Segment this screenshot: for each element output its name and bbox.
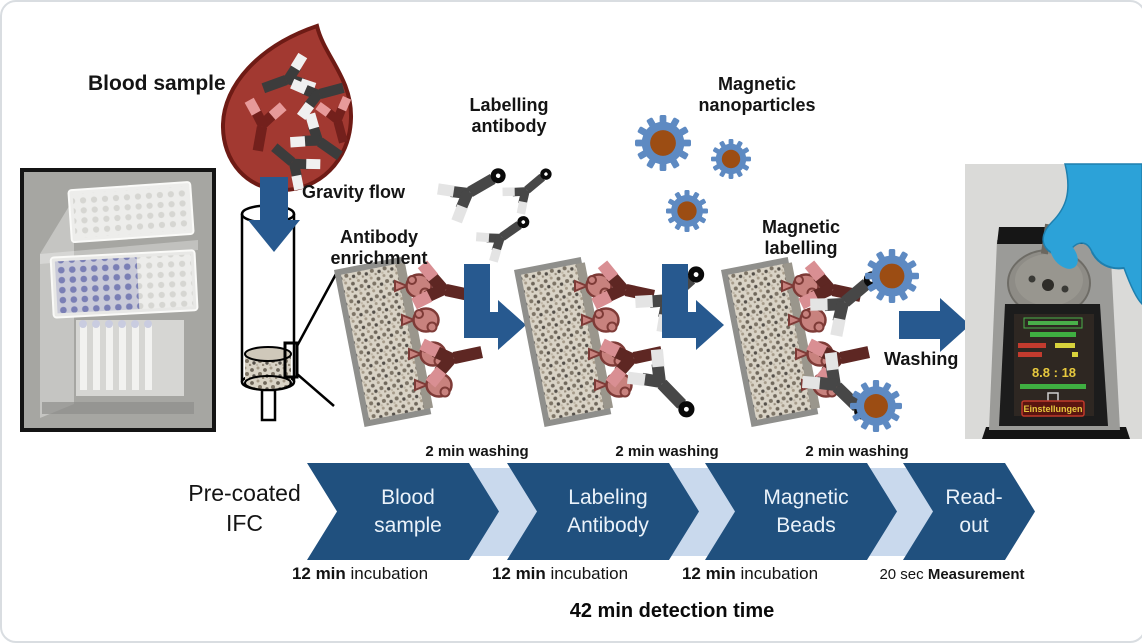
workflow-illustration: 8.8 : 18 Einstellungen: [20, 23, 1142, 439]
membrane-enrichment: [338, 259, 486, 423]
screen-value: 8.8 : 18: [1032, 365, 1076, 380]
wash-time-label: 2 min washing: [425, 443, 529, 460]
settings-button: Einstellungen: [1021, 400, 1085, 417]
magnetic-nanoparticles-label: Magnetic nanoparticles: [698, 74, 816, 116]
washing-label: Washing: [884, 349, 959, 369]
step-arrow-icon: [464, 264, 526, 350]
timeline-step-label: Read- out: [945, 486, 1003, 537]
well-plate-middle: [49, 249, 199, 319]
labelling-antibody-icons: [438, 156, 560, 262]
timeline-step-blood-sample: Blood sample: [307, 463, 499, 560]
settings-button-label: Einstellungen: [1023, 404, 1082, 414]
wash-time-label: 2 min washing: [615, 443, 719, 460]
well-plate-top: [67, 181, 195, 244]
timeline-step-label: Blood sample: [374, 486, 442, 537]
wash-time-label: 2 min washing: [805, 443, 909, 460]
gloved-hand: [1040, 163, 1142, 306]
device-screen: 8.8 : 18 Einstellungen: [1014, 314, 1094, 417]
timeline-step-label: Magnetic Beads: [763, 486, 849, 537]
membrane-magnetic: [725, 249, 919, 432]
incubation-time-label: 12 min incubation: [291, 564, 429, 583]
total-detection-time-label: 42 min detection time: [569, 600, 775, 622]
tube-rack: [76, 320, 184, 396]
magnetic-labelling-label: Magnetic labelling: [761, 217, 840, 259]
timeline-pre-step-label: Pre-coated IFC: [188, 480, 301, 536]
magnifier-callout-lines: [283, 273, 338, 407]
reader-photo: 8.8 : 18 Einstellungen: [965, 163, 1142, 439]
nanoparticle-icon: [865, 249, 919, 303]
labelling-antibody-label: Labelling antibody: [469, 95, 549, 137]
washing-arrow-icon: [899, 298, 970, 352]
incubation-time-label: 12 min incubation: [681, 564, 819, 583]
gravity-flow-label: Gravity flow: [302, 182, 406, 202]
nanoparticle-icons: [635, 115, 751, 232]
gravity-arrow-icon: [248, 177, 300, 252]
nanoparticle-icon: [850, 380, 902, 432]
ifc-plates-photo: [20, 168, 216, 432]
timeline-step-magnetic-beads: Magnetic Beads: [705, 463, 897, 560]
incubation-time-label: 12 min incubation: [491, 564, 629, 583]
step-arrow-icon: [662, 264, 724, 350]
antibody-enrichment-label: Antibody enrichment: [330, 227, 428, 269]
blood-drop-icon: [220, 23, 358, 190]
blood-sample-label: Blood sample: [88, 72, 226, 95]
timeline-step-label: Labeling Antibody: [567, 486, 649, 537]
timeline-step-labeling-antibody: Labeling Antibody: [507, 463, 699, 560]
timeline-step-read-out: Read- out: [903, 463, 1035, 560]
measurement-time-label: 20 sec Measurement: [879, 566, 1025, 583]
